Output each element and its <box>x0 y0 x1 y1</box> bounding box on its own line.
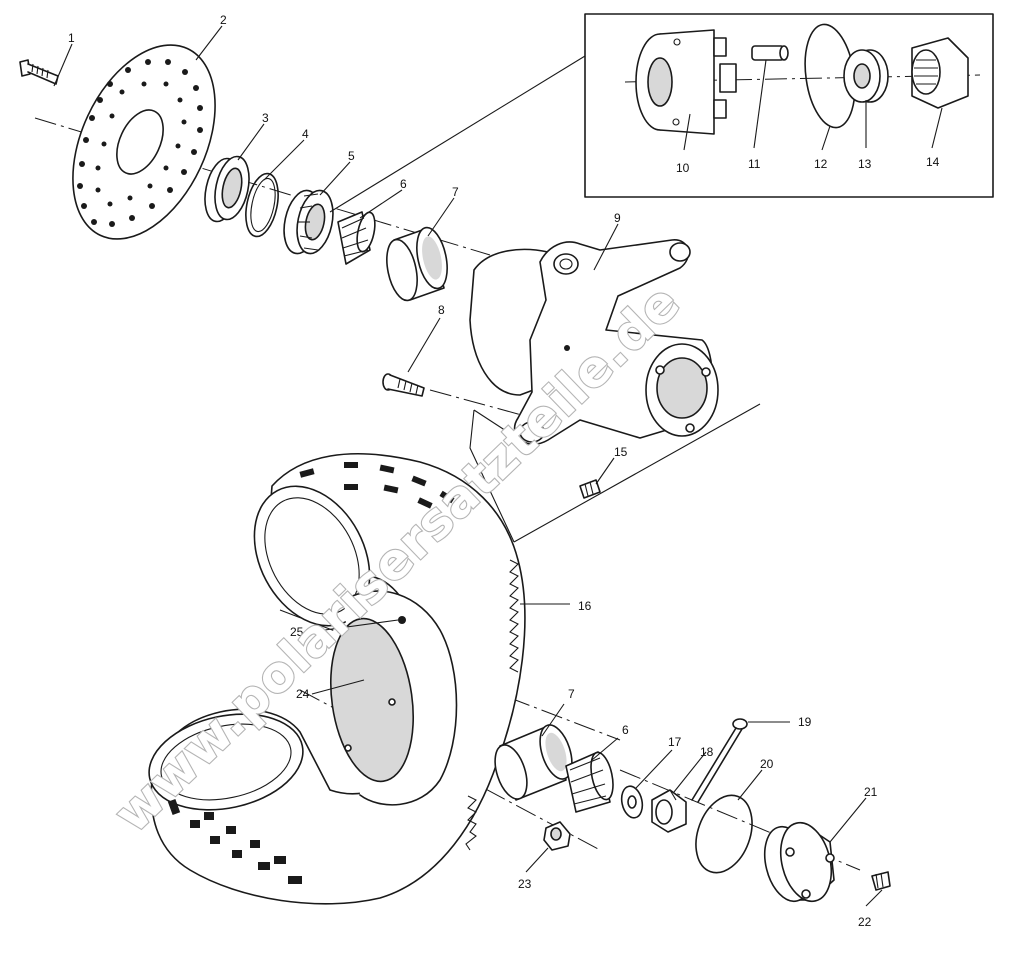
callout-15: 15 <box>614 445 628 459</box>
part-15-set-screw <box>579 479 601 499</box>
callout-22: 22 <box>858 915 872 929</box>
part-23-lug-nut <box>543 821 571 851</box>
leader-lines <box>53 25 943 907</box>
part-13-washer <box>843 49 889 103</box>
callout-7b: 7 <box>568 687 575 701</box>
callout-5: 5 <box>348 149 355 163</box>
part-24-wheel-rim <box>329 590 458 806</box>
callout-21: 21 <box>864 785 878 799</box>
part-14-hex-nut <box>911 37 969 109</box>
part-6-tapered-bearing-lower <box>565 751 614 813</box>
callout-9: 9 <box>614 211 621 225</box>
assembly-reference-lines <box>469 403 761 543</box>
part-1-bolt <box>19 59 59 85</box>
part-7-bearing-race-lower <box>494 724 573 801</box>
callout-2: 2 <box>220 13 227 27</box>
part-6-tapered-bearing-upper <box>337 211 376 265</box>
part-17-washer <box>620 785 644 819</box>
part-2-brake-disc <box>72 44 216 240</box>
part-11-pin <box>751 45 789 61</box>
callout-12: 12 <box>814 157 828 171</box>
callout-16: 16 <box>578 599 592 613</box>
callout-24: 24 <box>296 687 310 701</box>
callout-1: 1 <box>68 31 75 45</box>
callout-25: 25 <box>290 625 304 639</box>
callout-11: 11 <box>748 157 761 171</box>
callout-10: 10 <box>676 161 690 175</box>
callout-numbers: 1 2 3 4 5 6 7 8 9 10 11 12 13 14 15 16 7… <box>68 13 940 929</box>
callout-8: 8 <box>438 303 445 317</box>
callout-14: 14 <box>926 155 940 169</box>
callout-4: 4 <box>302 127 309 141</box>
callout-17: 17 <box>668 735 682 749</box>
callout-23: 23 <box>518 877 532 891</box>
disc-holes <box>77 59 203 227</box>
callout-18: 18 <box>700 745 714 759</box>
part-10-hub-nut-retainer <box>635 29 737 135</box>
callout-20: 20 <box>760 757 774 771</box>
part-8-bolt <box>382 373 425 397</box>
part-9-wheel-hub <box>469 239 719 445</box>
part-20-o-ring <box>695 794 753 874</box>
callout-6a: 6 <box>400 177 407 191</box>
callout-19: 19 <box>798 715 812 729</box>
part-5-bearing <box>283 189 334 255</box>
part-19-cotter-pin <box>691 718 748 803</box>
part-16-tire <box>148 453 526 905</box>
part-7-bearing-race-upper <box>386 226 448 302</box>
part-3-seal <box>204 155 250 223</box>
callout-3: 3 <box>262 111 269 125</box>
tire-tread-blocks <box>167 462 455 884</box>
callout-6b: 6 <box>622 723 629 737</box>
part-18-castle-nut <box>651 789 687 833</box>
part-4-snap-ring <box>245 172 279 238</box>
part-22-screw <box>871 871 891 891</box>
part-21-hub-cap <box>763 821 835 903</box>
callout-7a: 7 <box>452 185 459 199</box>
callout-13: 13 <box>858 157 872 171</box>
inset-detail-box <box>329 13 994 213</box>
